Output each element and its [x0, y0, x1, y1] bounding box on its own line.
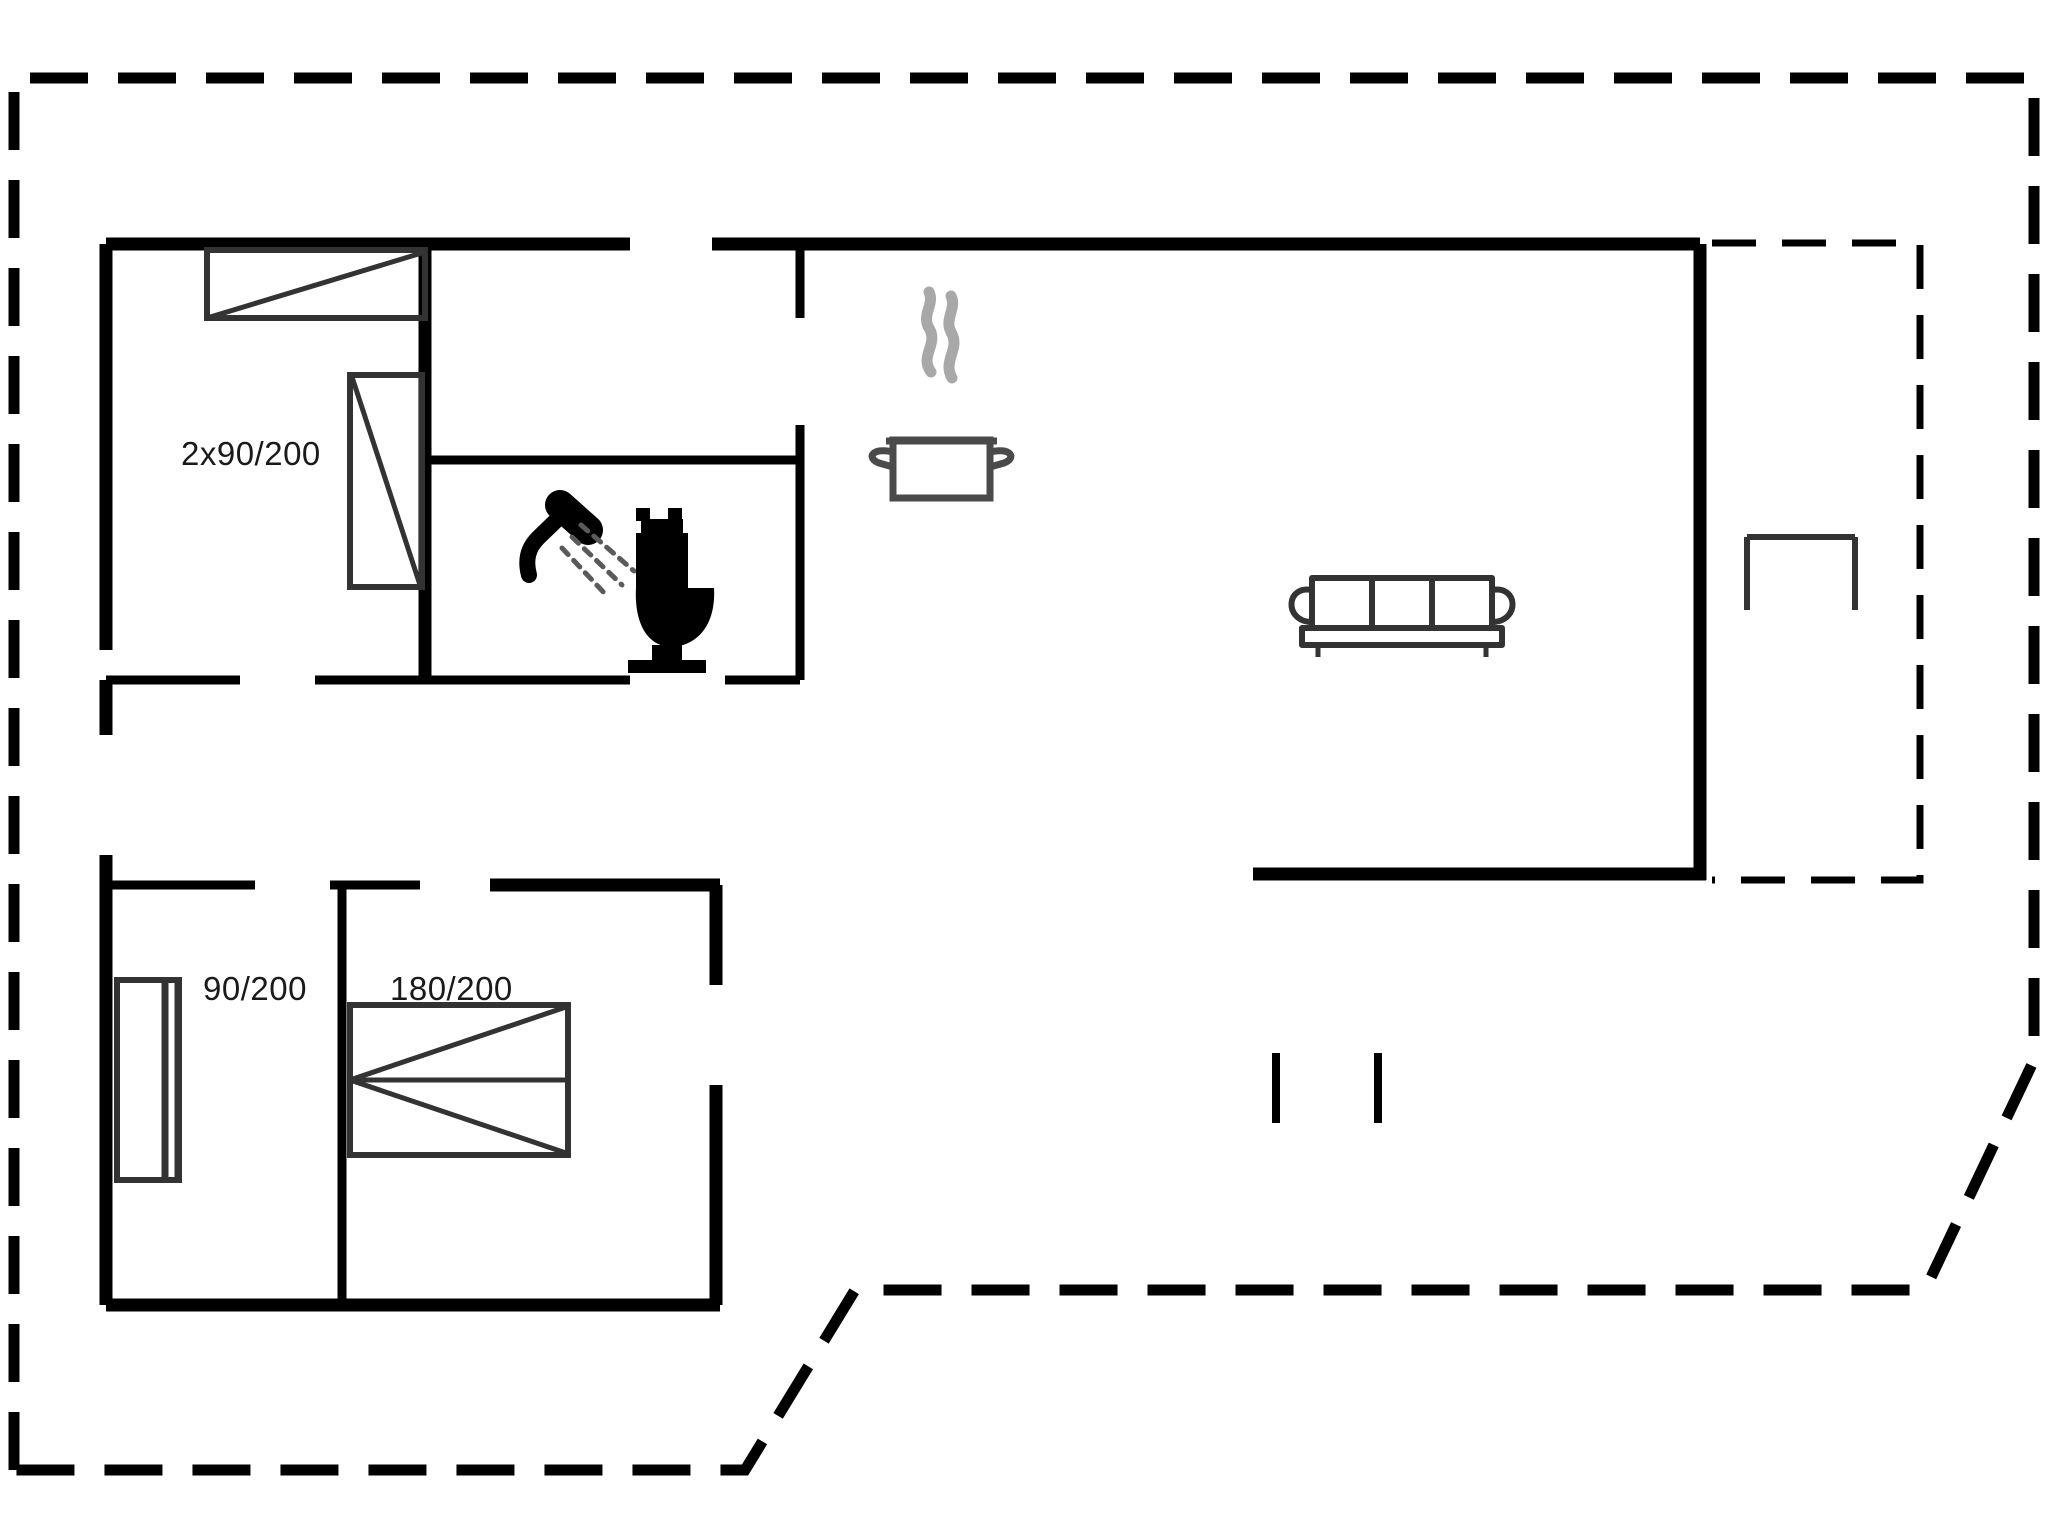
label-bedroom-lower-single: 90/200 [203, 970, 307, 1007]
cooking-pot-icon [868, 286, 1015, 502]
label-bedroom-upper-beds: 2x90/200 [181, 435, 321, 472]
label-bedroom-lower-double: 180/200 [390, 970, 513, 1007]
bed-lower-single [114, 977, 182, 1183]
plot-outline [8, 72, 2040, 1476]
shower-icon [519, 490, 637, 600]
bed-upper-vertical [347, 372, 425, 590]
bed-lower-double [347, 1002, 571, 1158]
covered-terrace-outline [1712, 239, 1924, 884]
bed-upper-horizontal [204, 247, 428, 321]
building-walls [99, 237, 1707, 1312]
sofa-icon [1288, 575, 1516, 657]
toilet-icon [628, 508, 715, 673]
terrace-door-marks [1272, 1053, 1382, 1123]
terrace-table-icon [1744, 534, 1858, 610]
